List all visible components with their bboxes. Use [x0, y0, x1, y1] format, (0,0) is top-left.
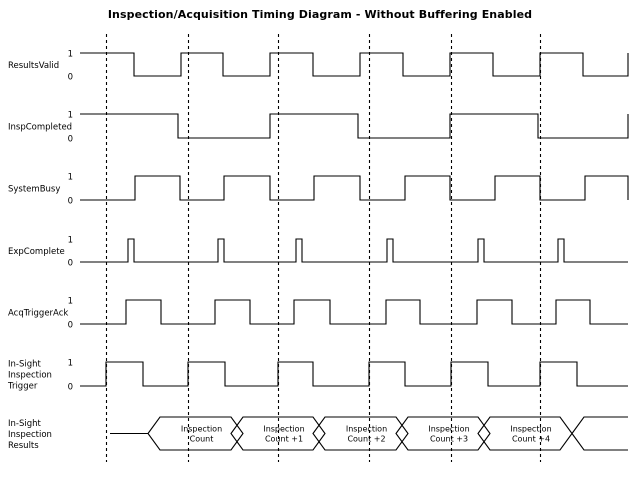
level-label-high-2: 1	[68, 173, 73, 183]
signal-label-in-sight-inspection-trigger: Inspection	[8, 371, 52, 381]
results-segment-label-2: Count +1	[265, 435, 303, 444]
signal-label-in-sight-inspection-results: Inspection	[8, 430, 52, 440]
signal-label-expcomplete: ExpComplete	[8, 247, 65, 257]
waveform-resultsvalid	[80, 52, 629, 77]
signal-label-inspcompleted: InspCompleted	[8, 123, 72, 133]
results-segment-label-2: Inspection	[263, 425, 304, 434]
signal-waveforms: 10ResultsValid10InspCompleted10SystemBus…	[7, 50, 629, 393]
results-segment-label-4: Count +3	[430, 435, 468, 444]
signal-label-in-sight-inspection-trigger: Trigger	[7, 382, 38, 392]
level-label-high-0: 1	[68, 50, 73, 60]
signal-label-acqtriggerack: AcqTriggerAck	[8, 309, 68, 319]
waveform-expcomplete	[80, 238, 628, 263]
signal-label-in-sight-inspection-results: In-Sight	[8, 419, 42, 429]
level-label-high-5: 1	[68, 359, 73, 369]
results-segment-3	[312, 416, 409, 451]
level-label-low-2: 0	[68, 197, 73, 207]
results-segment-label-5: Inspection	[510, 425, 551, 434]
results-segment-label-3: Count +2	[347, 435, 385, 444]
waveform-systembusy	[80, 175, 629, 201]
results-segment-1	[147, 416, 244, 451]
level-label-low-3: 0	[68, 259, 73, 269]
results-segment-label-5: Count +4	[512, 435, 550, 444]
signal-label-in-sight-inspection-trigger: In-Sight	[8, 360, 42, 370]
waveform-in-sight-inspection-trigger	[80, 361, 628, 387]
signal-label-systembusy: SystemBusy	[8, 185, 60, 195]
level-label-high-4: 1	[68, 297, 73, 307]
level-label-high-3: 1	[68, 236, 73, 246]
results-segment-label-1: Count	[190, 435, 214, 444]
results-segment-5	[477, 416, 573, 451]
results-segment-2	[230, 416, 326, 451]
trigger-marker-lines	[105, 34, 542, 462]
level-label-low-0: 0	[68, 73, 73, 83]
results-segment-label-3: Inspection	[346, 425, 387, 434]
results-tail-open-bus	[571, 416, 628, 451]
results-segment-label-1: Inspection	[181, 425, 222, 434]
level-label-low-4: 0	[68, 321, 73, 331]
level-label-low-1: 0	[68, 135, 73, 145]
level-label-low-5: 0	[68, 383, 73, 393]
level-label-high-1: 1	[68, 111, 73, 121]
results-segment-4	[395, 416, 491, 451]
signal-label-resultsvalid: ResultsValid	[8, 61, 59, 71]
signal-label-in-sight-inspection-results: Results	[8, 441, 39, 451]
waveform-inspcompleted	[80, 113, 629, 139]
results-segment-label-4: Inspection	[428, 425, 469, 434]
waveform-acqtriggerack	[80, 299, 628, 325]
page-title: Inspection/Acquisition Timing Diagram - …	[107, 8, 533, 21]
